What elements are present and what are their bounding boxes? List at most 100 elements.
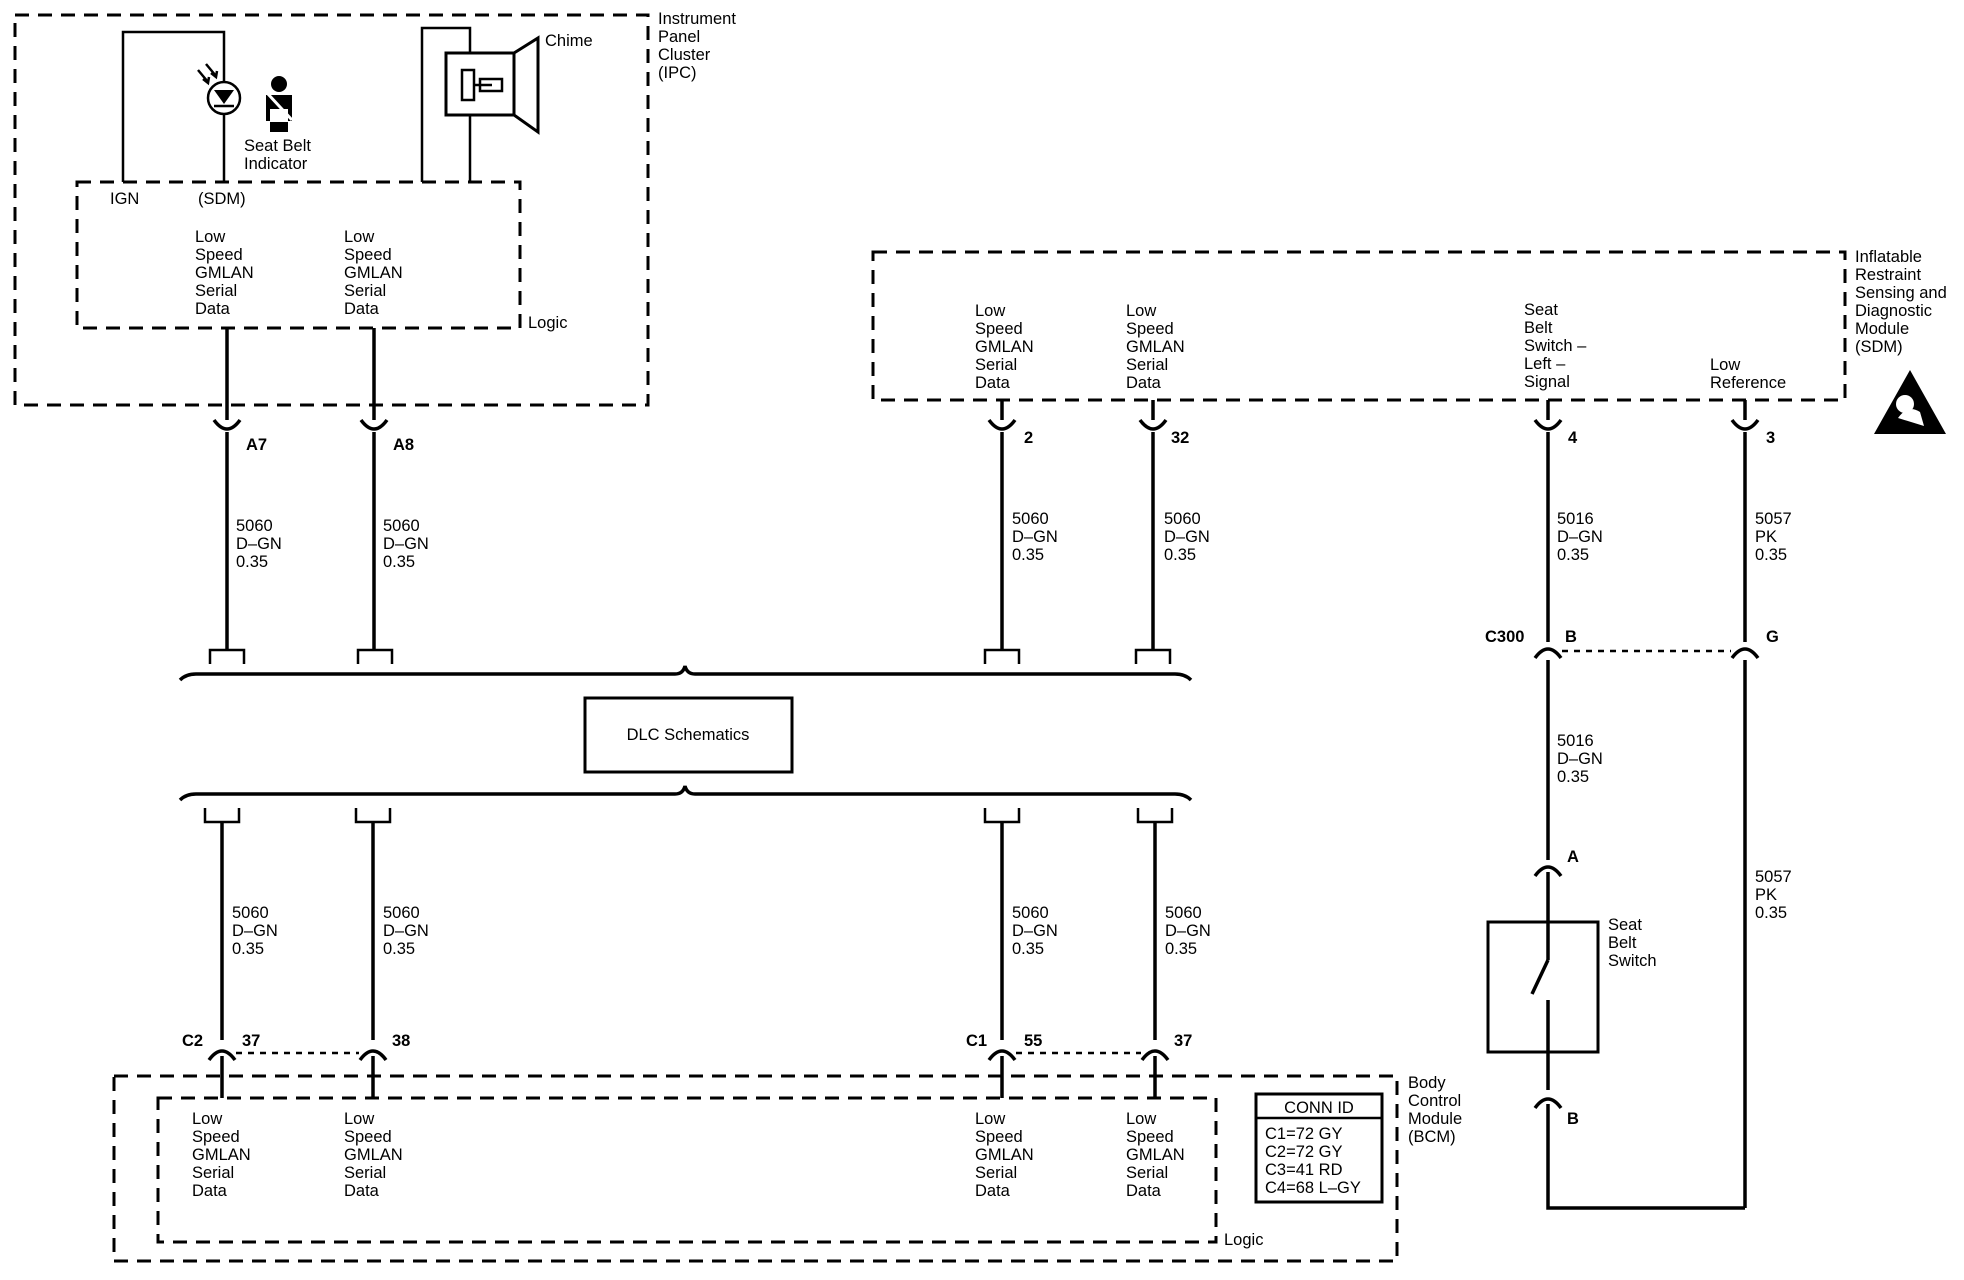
c300-connector: C300 B G	[1485, 628, 1779, 660]
dlc-schematics-label: DLC Schematics	[627, 726, 750, 744]
ipc-sdm-tag: (SDM)	[198, 190, 246, 208]
seat-belt-person-icon	[266, 76, 294, 132]
svg-text:D–GN: D–GN	[1165, 922, 1211, 940]
bcm-data-2-label: Low Speed GMLAN Serial Data	[344, 1110, 403, 1200]
svg-text:(IPC): (IPC)	[658, 64, 697, 82]
svg-text:0.35: 0.35	[383, 940, 415, 958]
svg-text:Speed: Speed	[1126, 1128, 1174, 1146]
svg-text:Switch: Switch	[1608, 952, 1657, 970]
svg-text:0.35: 0.35	[1164, 546, 1196, 564]
dlc-bus-bottom	[178, 785, 1193, 824]
svg-text:C300: C300	[1485, 628, 1524, 646]
svg-text:(SDM): (SDM)	[1855, 338, 1903, 356]
svg-text:Diagnostic: Diagnostic	[1855, 302, 1932, 320]
ipc-ign-wire	[121, 30, 226, 182]
svg-text:D–GN: D–GN	[1557, 528, 1603, 546]
wire-sdm-3: 5057 PK 0.35	[1743, 432, 1792, 642]
sdm-pin-2: 2	[987, 400, 1033, 447]
sdm-data-2-label: Low Speed GMLAN Serial Data	[1126, 302, 1185, 392]
svg-text:GMLAN: GMLAN	[344, 264, 403, 282]
svg-text:0.35: 0.35	[383, 553, 415, 571]
svg-text:Speed: Speed	[195, 246, 243, 264]
conn-id-title: CONN ID	[1284, 1099, 1354, 1117]
svg-text:0.35: 0.35	[1165, 940, 1197, 958]
svg-text:Serial: Serial	[344, 1164, 386, 1182]
ipc-ign-label: IGN	[110, 190, 139, 208]
bcm-logic-box	[156, 1096, 1218, 1244]
ipc-data-right-label: Low Speed GMLAN Serial Data	[344, 228, 403, 318]
svg-text:Data: Data	[344, 1182, 380, 1200]
bcm-pin-c1-55: C1 55	[966, 1032, 1042, 1098]
bcm-data-4-label: Low Speed GMLAN Serial Data	[1126, 1110, 1185, 1200]
svg-text:A: A	[1567, 848, 1579, 866]
airbag-warning-icon	[1874, 370, 1946, 434]
bcm-name: Body Control Module (BCM)	[1408, 1074, 1462, 1146]
conn-id-row: C4=68 L–GY	[1265, 1179, 1361, 1197]
svg-text:2: 2	[1024, 429, 1033, 447]
svg-text:3: 3	[1766, 429, 1775, 447]
sdm-pin-3: 3	[1730, 400, 1775, 447]
svg-text:Data: Data	[975, 374, 1011, 392]
svg-text:D–GN: D–GN	[1557, 750, 1603, 768]
svg-text:Serial: Serial	[1126, 1164, 1168, 1182]
svg-text:D–GN: D–GN	[1012, 922, 1058, 940]
svg-text:C2: C2	[182, 1032, 203, 1050]
svg-text:GMLAN: GMLAN	[1126, 338, 1185, 356]
svg-text:D–GN: D–GN	[1164, 528, 1210, 546]
svg-text:5057: 5057	[1755, 510, 1792, 528]
wire-sdm-32: 5060 D–GN 0.35	[1151, 432, 1210, 650]
svg-text:D–GN: D–GN	[383, 922, 429, 940]
seat-belt-switch-box	[1486, 920, 1600, 1054]
svg-text:Restraint: Restraint	[1855, 266, 1921, 284]
seat-belt-indicator-label-2: Indicator	[244, 155, 308, 173]
svg-text:G: G	[1766, 628, 1779, 646]
sdm-module: Inflatable Restraint Sensing and Diagnos…	[871, 248, 1947, 447]
ipc-boundary	[13, 13, 650, 407]
bcm-pin-c2-38: 38	[358, 1032, 410, 1098]
wire-sdm-2: 5060 D–GN 0.35	[1000, 432, 1058, 650]
svg-text:5057: 5057	[1755, 868, 1792, 886]
svg-text:5060: 5060	[1164, 510, 1201, 528]
svg-text:Belt: Belt	[1608, 934, 1637, 952]
chime-label: Chime	[545, 32, 593, 50]
svg-text:Body: Body	[1408, 1074, 1446, 1092]
conn-id-row: C2=72 GY	[1265, 1143, 1343, 1161]
dlc-schematics-box[interactable]: DLC Schematics	[583, 696, 794, 774]
svg-text:GMLAN: GMLAN	[1126, 1146, 1185, 1164]
bcm-data-1-label: Low Speed GMLAN Serial Data	[192, 1110, 251, 1200]
svg-text:Speed: Speed	[975, 320, 1023, 338]
sdm-data-1-label: Low Speed GMLAN Serial Data	[975, 302, 1034, 392]
ipc-logic-label: Logic	[528, 314, 567, 332]
bcm-logic-label: Logic	[1224, 1231, 1263, 1249]
svg-text:Seat: Seat	[1608, 916, 1642, 934]
svg-text:Reference: Reference	[1710, 374, 1786, 392]
svg-text:Low: Low	[344, 1110, 374, 1128]
wire-c300-g: 5057 PK 0.35	[1743, 660, 1792, 1208]
ipc-pin-a8: A8	[359, 328, 414, 454]
svg-text:5016: 5016	[1557, 510, 1594, 528]
svg-text:0.35: 0.35	[236, 553, 268, 571]
chime-icon	[420, 26, 540, 182]
svg-text:Serial: Serial	[975, 1164, 1017, 1182]
svg-text:GMLAN: GMLAN	[192, 1146, 251, 1164]
svg-text:Low: Low	[1126, 302, 1156, 320]
svg-text:5060: 5060	[383, 517, 420, 535]
svg-text:Cluster: Cluster	[658, 46, 711, 64]
svg-text:Module: Module	[1855, 320, 1909, 338]
svg-text:D–GN: D–GN	[1012, 528, 1058, 546]
svg-text:D–GN: D–GN	[383, 535, 429, 553]
svg-text:Speed: Speed	[344, 246, 392, 264]
svg-text:PK: PK	[1755, 886, 1777, 904]
svg-text:GMLAN: GMLAN	[344, 1146, 403, 1164]
svg-text:Serial: Serial	[344, 282, 386, 300]
svg-text:38: 38	[392, 1032, 410, 1050]
bcm-pin-c2-37: C2 37	[182, 1032, 260, 1098]
svg-text:Speed: Speed	[975, 1128, 1023, 1146]
svg-text:B: B	[1567, 1110, 1579, 1128]
wire-ipc-a8: 5060 D–GN 0.35	[372, 432, 429, 650]
svg-text:5060: 5060	[1012, 510, 1049, 528]
ipc-pin-a7: A7	[212, 328, 267, 454]
svg-text:B: B	[1565, 628, 1577, 646]
conn-id-row: C1=72 GY	[1265, 1125, 1343, 1143]
